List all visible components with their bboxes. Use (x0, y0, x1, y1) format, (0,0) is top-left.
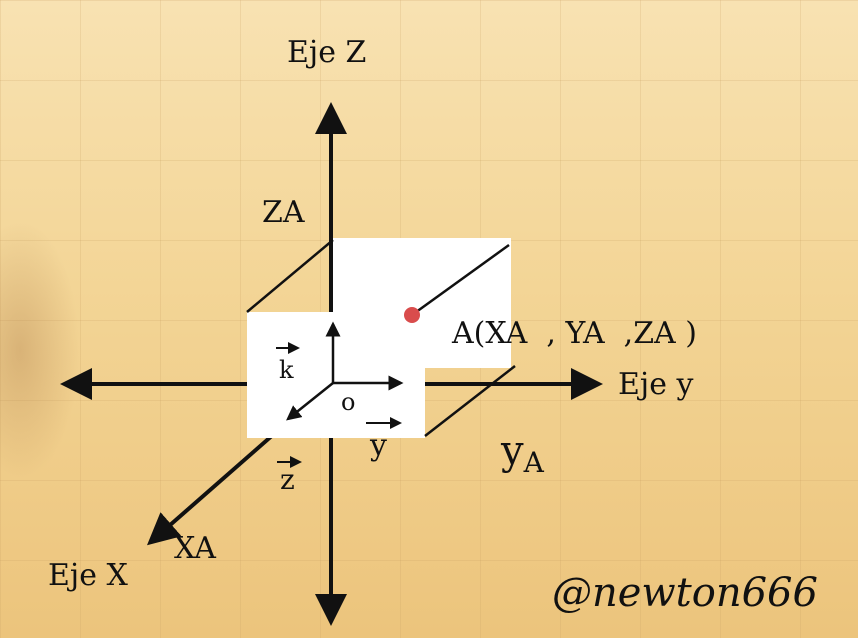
ya-base: y (500, 428, 524, 474)
watermark: @newton666 (552, 570, 818, 616)
za-label: ZA (262, 195, 305, 230)
axis-y-label: Eje y (618, 367, 693, 402)
unit-y-label: y (369, 428, 387, 463)
projection-line-za (246, 239, 334, 313)
point-a-label: A(XA , YA ,ZA ) (451, 316, 697, 351)
axis-x-label: Eje X (48, 558, 128, 593)
unit-z-label: z (280, 463, 295, 496)
origin-label: o (341, 388, 355, 416)
background-shadow (0, 220, 80, 480)
projection-line-point (411, 243, 510, 317)
unit-vector-i (286, 382, 334, 421)
lower-panel (247, 312, 425, 438)
projection-line-ya (424, 365, 516, 437)
unit-k-label: k (279, 356, 294, 384)
ya-label: yA (500, 428, 545, 479)
ya-subscript: A (523, 446, 545, 479)
axis-z-label: Eje Z (287, 35, 366, 70)
xa-label: XA (174, 531, 216, 566)
point-a-dot (404, 307, 420, 323)
